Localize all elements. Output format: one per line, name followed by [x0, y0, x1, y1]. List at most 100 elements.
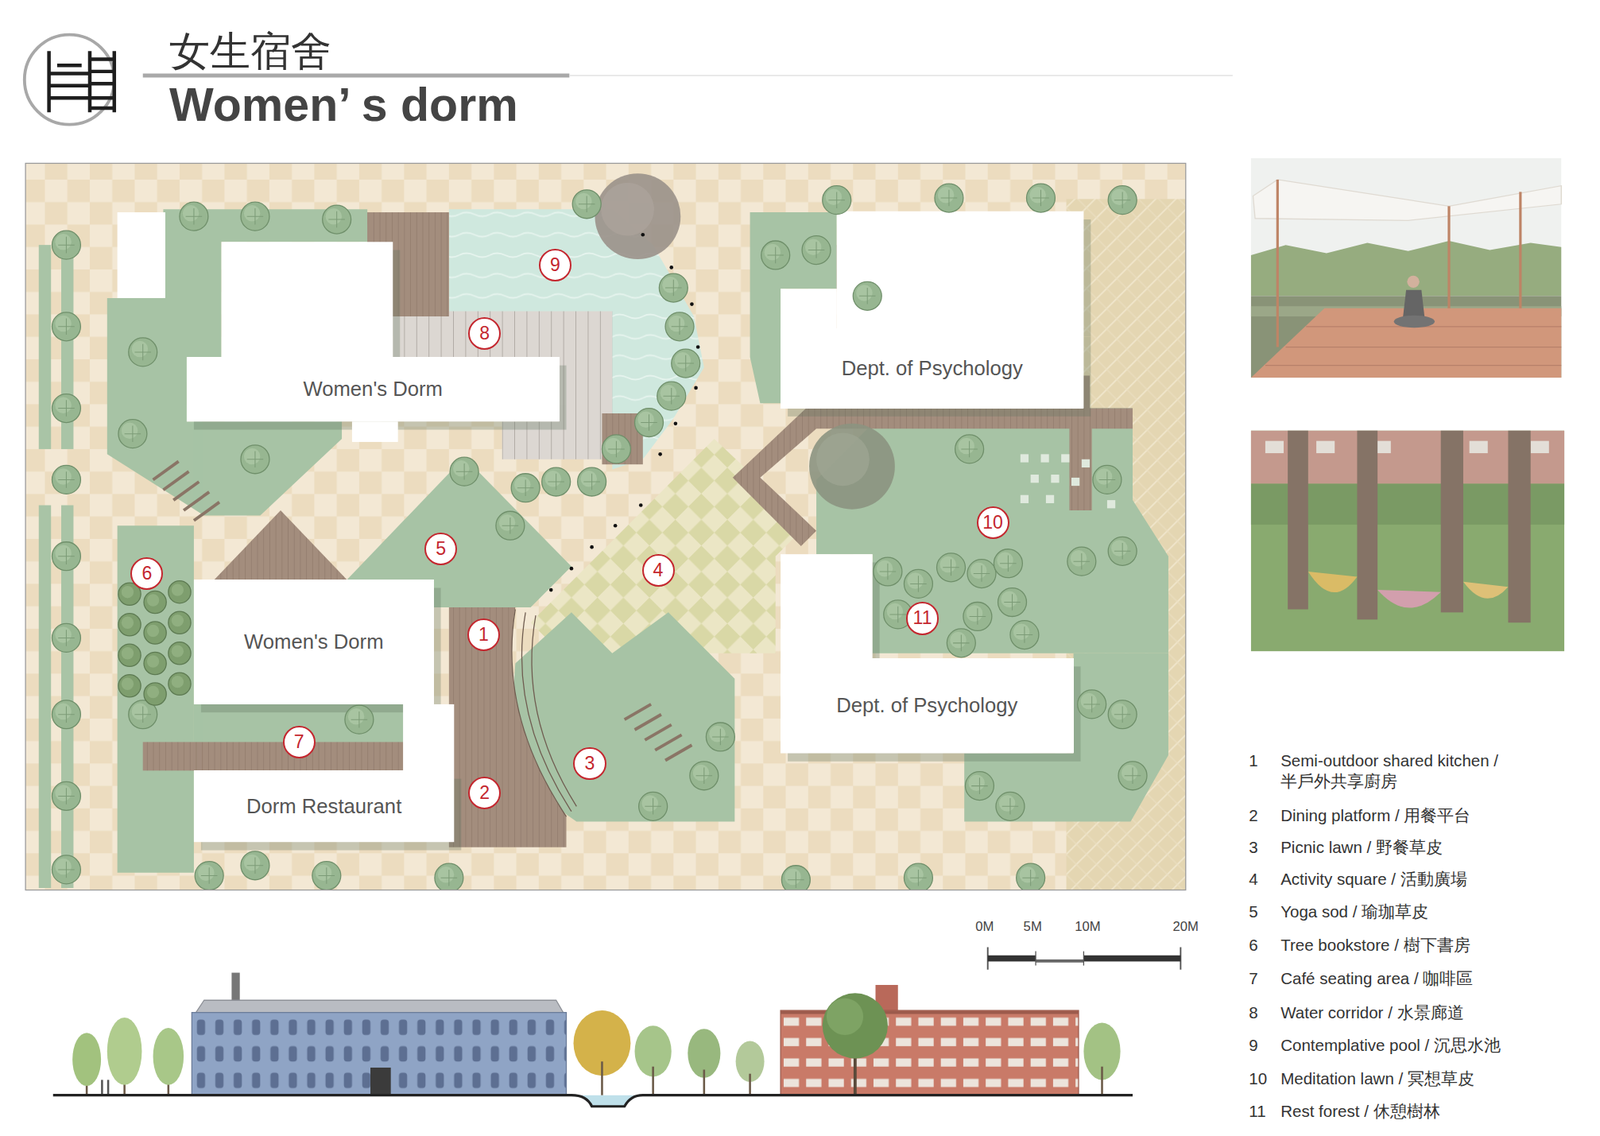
building-footprint: Dept. of Psychology: [780, 328, 1084, 408]
hedge-strip: [38, 505, 51, 888]
lamp-dots: [689, 302, 694, 307]
legend-number: 2: [1248, 805, 1258, 827]
building-footprint: [186, 356, 560, 422]
tree: [1118, 761, 1147, 791]
pergola: [635, 714, 662, 730]
stone-squares: [1061, 453, 1070, 462]
lamp-dots: [693, 386, 698, 391]
building-footprint: [352, 421, 399, 442]
people: [101, 1079, 109, 1094]
building-footprint: [780, 328, 1084, 408]
scale-label: 20M: [1173, 918, 1199, 936]
tree: [995, 791, 1025, 821]
tree: [51, 855, 81, 884]
plan-ground: [25, 162, 1186, 890]
big-tree: [600, 182, 655, 237]
building-name: Dorm Restaurant: [246, 794, 402, 818]
lamp-dots: [696, 344, 701, 349]
wood-deck: [214, 510, 348, 580]
stone-squares: [1020, 453, 1029, 462]
bookstore-trees: [143, 621, 167, 644]
building-footprint: [193, 770, 454, 842]
building-footprint: Women's Dorm: [186, 356, 560, 422]
legend-text: Meditation lawn / 冥想草皮: [1280, 1068, 1585, 1090]
dorm-icon: [24, 34, 115, 125]
lawn: [117, 525, 194, 873]
legend-text: Picnic lawn / 野餐草皮: [1280, 836, 1585, 859]
tree: [118, 419, 148, 449]
pergola: [153, 461, 179, 480]
bookstore-trees: [143, 651, 167, 675]
scale-label: 10M: [1074, 918, 1101, 936]
tree: [577, 467, 607, 496]
tree: [51, 183, 1147, 890]
callout-text: 11: [913, 607, 933, 629]
tree: [1067, 546, 1097, 576]
tree: [657, 381, 686, 411]
tree: [194, 861, 224, 891]
photo-deck: [1251, 158, 1562, 378]
section-elevation: [191, 1012, 566, 1096]
stone-squares: [1046, 495, 1054, 504]
tree: [998, 588, 1027, 617]
tree: [542, 467, 571, 496]
building-name: Women's Dorm: [244, 630, 384, 654]
building-footprint: Dorm Restaurant: [193, 770, 454, 842]
lamp-dots: [613, 523, 618, 528]
stone-squares: [1040, 453, 1049, 462]
legend-text: Activity square / 活動廣場: [1280, 868, 1585, 891]
page-title: Women’ s dorm: [169, 81, 519, 129]
steps: [521, 612, 571, 811]
tree: [51, 623, 81, 652]
tree: [51, 312, 81, 341]
callout-number: 11: [906, 601, 939, 635]
tree: [1010, 620, 1039, 650]
header-rule: [569, 74, 1232, 76]
legend-number: 3: [1248, 836, 1258, 859]
steps: [531, 615, 577, 806]
tree: [801, 236, 831, 265]
tree: [635, 408, 664, 438]
callout-number: 9: [538, 248, 572, 282]
big-tree: [816, 432, 870, 486]
tree: [1016, 863, 1046, 890]
tree: [964, 771, 994, 801]
section-elevation: [231, 972, 240, 1001]
scale-label: 5M: [1023, 918, 1043, 936]
bookstore-trees: [168, 611, 191, 634]
plan-ground: [25, 162, 1186, 890]
tree: [1107, 185, 1137, 215]
tree: [495, 511, 525, 540]
scale-bar: [987, 955, 1036, 962]
legend-text: Yoga sod / 瑜珈草皮: [1280, 901, 1585, 923]
stone-squares: [1107, 499, 1116, 508]
tree: [51, 230, 81, 260]
legend-text: Contemplative pool / 沉思水池: [1280, 1034, 1585, 1057]
tree: [51, 700, 81, 729]
section-elevation: [826, 998, 864, 1035]
people: [107, 1079, 110, 1094]
building-footprint: Women's Dorm: [193, 579, 434, 705]
tree: [658, 273, 688, 303]
dorm-icon: [49, 50, 115, 113]
section-elevation: [53, 1095, 1133, 1107]
pergola: [162, 471, 189, 490]
legend-number: 7: [1248, 968, 1258, 990]
building-footprint: [221, 241, 394, 357]
legend-number: 10: [1248, 1068, 1267, 1090]
bookstore-trees: [168, 672, 191, 695]
tree: [781, 865, 810, 891]
tree: [761, 240, 791, 270]
pergola: [193, 502, 220, 521]
pergola: [665, 744, 692, 760]
tree: [955, 434, 985, 464]
photo-deck: [1251, 158, 1562, 378]
willow: [153, 1027, 185, 1085]
stone-squares: [1071, 477, 1080, 486]
tree: [344, 705, 374, 734]
tree: [240, 201, 270, 231]
bookstore-trees: [118, 581, 191, 706]
legend-number: 6: [1248, 934, 1258, 957]
lamp-dots: [639, 503, 644, 508]
